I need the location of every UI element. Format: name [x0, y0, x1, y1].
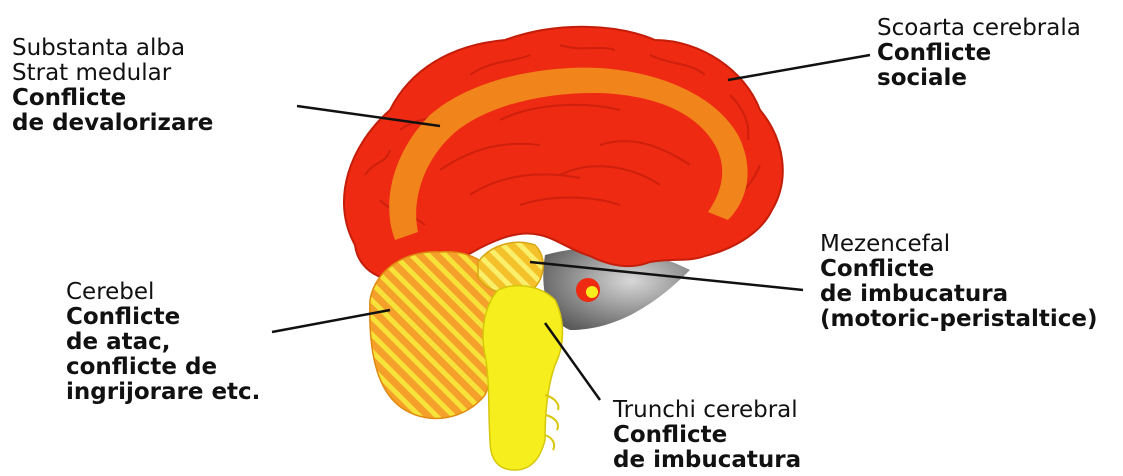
midbrain-spot-inner: [586, 286, 598, 298]
label-cerebellum-line2: Conflicte: [66, 305, 260, 330]
label-cerebellum-line5: ingrijorare etc.: [66, 380, 260, 405]
label-brainstem-line3: de imbucatura: [613, 448, 801, 473]
label-cortex-line1: Scoarta cerebrala: [877, 16, 1081, 41]
label-white-matter-line3: Conflicte: [12, 86, 213, 111]
brainstem: [483, 286, 562, 470]
label-white-matter: Substanta alba Strat medular Conflicte d…: [12, 36, 213, 136]
label-midbrain-line1: Mezencefal: [820, 232, 1097, 257]
label-cerebellum: Cerebel Conflicte de atac, conflicte de …: [66, 280, 260, 405]
label-midbrain: Mezencefal Conflicte de imbucatura (moto…: [820, 232, 1097, 332]
label-midbrain-line3: de imbucatura: [820, 282, 1097, 307]
label-cortex-line3: sociale: [877, 66, 1081, 91]
label-white-matter-line4: de devalorizare: [12, 111, 213, 136]
label-midbrain-line2: Conflicte: [820, 257, 1097, 282]
label-cortex: Scoarta cerebrala Conflicte sociale: [877, 16, 1081, 91]
label-cerebellum-line3: de atac,: [66, 330, 260, 355]
leader-cortex: [728, 55, 870, 80]
label-cerebellum-line1: Cerebel: [66, 280, 260, 305]
label-brainstem: Trunchi cerebral Conflicte de imbucatura: [613, 398, 801, 473]
label-brainstem-line2: Conflicte: [613, 423, 801, 448]
label-cerebellum-line4: conflicte de: [66, 355, 260, 380]
label-brainstem-line1: Trunchi cerebral: [613, 398, 801, 423]
label-midbrain-line4: (motoric-peristaltice): [820, 307, 1097, 332]
label-white-matter-line1: Substanta alba: [12, 36, 213, 61]
label-cortex-line2: Conflicte: [877, 41, 1081, 66]
label-white-matter-line2: Strat medular: [12, 61, 213, 86]
